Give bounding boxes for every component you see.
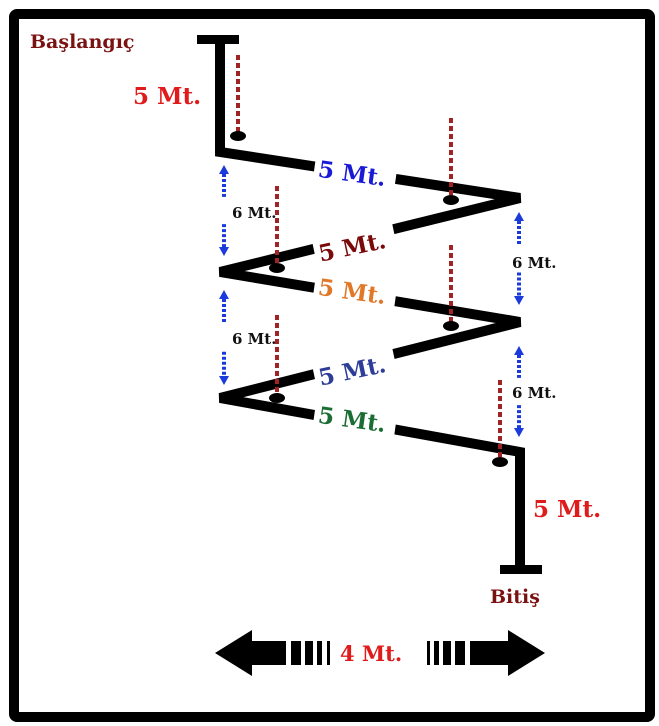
- svg-text:6 Mt.: 6 Mt.: [232, 330, 276, 348]
- start-bar: [197, 35, 239, 44]
- slalom-pole: [269, 186, 285, 273]
- slalom-pole: [269, 315, 285, 403]
- gap-indicator: 6 Mt.: [512, 346, 556, 437]
- svg-text:6 Mt.: 6 Mt.: [232, 204, 276, 222]
- bottom-segment-label: 5 Mt.: [533, 496, 601, 523]
- gap-indicator: 6 Mt.: [219, 165, 276, 256]
- end-label: Bitiş: [490, 586, 540, 608]
- slalom-pole: [492, 380, 508, 467]
- width-arrow-right-head: [508, 630, 545, 676]
- width-arrow-left-head: [215, 630, 252, 676]
- end-bar: [500, 565, 542, 574]
- top-segment-label: 5 Mt.: [133, 83, 201, 110]
- width-arrow: 4 Mt.: [215, 630, 545, 676]
- gap-indicator: 6 Mt.: [219, 290, 276, 385]
- start-label: Başlangıç: [30, 31, 134, 53]
- slalom-pole: [230, 55, 246, 141]
- gap-indicator: 6 Mt.: [512, 212, 556, 305]
- zigzag-segment-label: 5 Mt.: [312, 270, 398, 312]
- width-label: 4 Mt.: [340, 641, 402, 666]
- svg-text:6 Mt.: 6 Mt.: [512, 384, 556, 402]
- zigzag-segment-label: 5 Mt.: [312, 152, 398, 194]
- svg-text:6 Mt.: 6 Mt.: [512, 254, 556, 272]
- slalom-pole: [443, 118, 459, 205]
- slalom-pole: [443, 245, 459, 331]
